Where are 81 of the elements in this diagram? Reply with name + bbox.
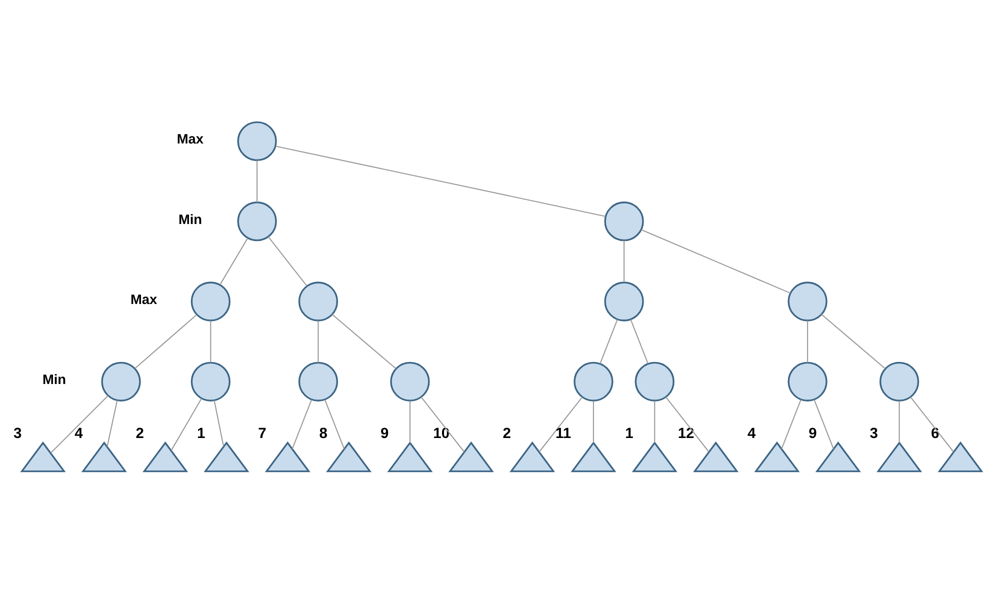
connector	[276, 146, 606, 217]
node-triangle	[387, 441, 433, 472]
connector	[220, 238, 248, 285]
label: Max	[176, 132, 204, 147]
node-circle	[634, 362, 674, 402]
node-label: 8	[319, 426, 328, 442]
connector	[170, 398, 202, 451]
connector	[538, 396, 583, 452]
node-label: 4	[74, 426, 83, 442]
connector	[50, 395, 108, 454]
node-triangle	[632, 441, 678, 472]
node-circle	[298, 282, 338, 322]
connector	[332, 314, 396, 370]
node-label: 1	[196, 426, 206, 442]
node-label: 4	[747, 426, 756, 442]
node-triangle	[326, 441, 372, 472]
connector	[292, 399, 312, 450]
node-circle	[237, 202, 277, 242]
connector	[600, 319, 618, 364]
node-label: 11	[556, 426, 572, 442]
connector	[210, 320, 212, 363]
connector	[256, 160, 258, 202]
node-label: 1	[625, 426, 634, 442]
node-circle	[604, 202, 644, 242]
node-triangle	[570, 441, 616, 472]
node-triangle	[693, 441, 739, 472]
connector	[420, 396, 465, 452]
connector	[821, 314, 886, 370]
connector	[654, 400, 656, 443]
node-triangle	[448, 441, 494, 472]
connector	[807, 320, 808, 363]
node-circle	[390, 362, 430, 402]
node-label: 9	[808, 426, 817, 442]
node-triangle	[264, 441, 310, 472]
node-triangle	[142, 441, 188, 472]
connector	[910, 396, 954, 452]
node-label: 3	[870, 426, 878, 442]
connector	[324, 399, 345, 450]
connector	[268, 236, 308, 286]
node-label: 2	[136, 426, 144, 442]
connector	[592, 400, 594, 443]
node-label: 3	[13, 426, 22, 442]
node-triangle	[754, 441, 800, 472]
node-label: 7	[258, 426, 266, 442]
node-triangle	[81, 441, 127, 472]
node-circle	[190, 282, 230, 322]
connector	[214, 400, 224, 446]
node-circle	[298, 362, 338, 402]
connector	[665, 396, 710, 452]
node-triangle	[876, 441, 922, 472]
node-triangle	[204, 441, 250, 472]
node-circle	[101, 362, 141, 402]
node-triangle	[815, 441, 861, 472]
node-triangle	[20, 441, 66, 472]
node-label: 12	[678, 426, 694, 442]
node-circle	[574, 362, 614, 402]
connector	[781, 399, 802, 450]
node-label: 2	[502, 426, 511, 442]
node-circle	[237, 121, 277, 162]
node-circle	[604, 282, 644, 322]
node-circle	[190, 362, 230, 402]
connector	[409, 400, 410, 443]
node-circle	[788, 362, 828, 402]
label: Max	[130, 292, 158, 308]
node-circle	[788, 282, 828, 322]
node-label: 6	[930, 426, 940, 442]
connector	[630, 319, 648, 364]
connector	[814, 399, 834, 450]
node-circle	[879, 362, 920, 402]
node-triangle	[938, 441, 984, 472]
node-label: 9	[380, 426, 389, 442]
connector	[641, 229, 790, 294]
connector	[318, 320, 319, 363]
node-label: 10	[433, 426, 450, 442]
connector	[134, 314, 197, 369]
label: Min	[42, 372, 66, 388]
connector	[624, 240, 625, 282]
label: Min	[178, 212, 202, 227]
connector	[106, 400, 118, 447]
node-triangle	[510, 441, 556, 472]
connector	[898, 400, 900, 443]
